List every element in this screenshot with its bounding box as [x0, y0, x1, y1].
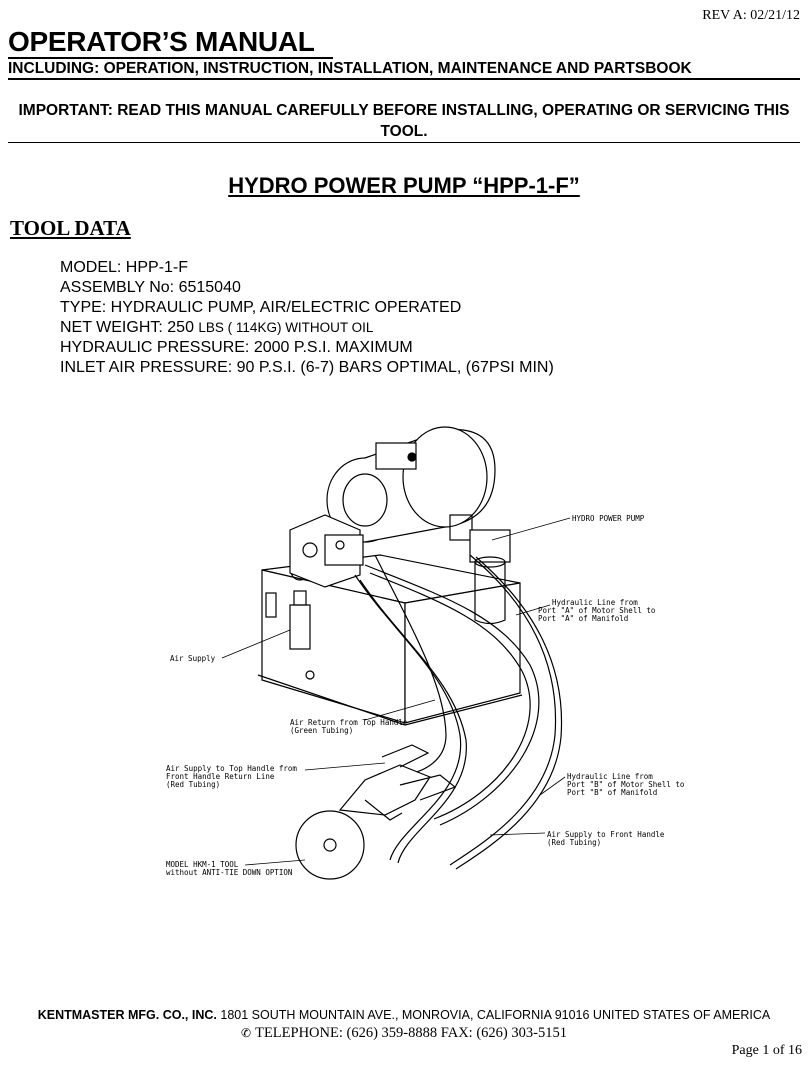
spec-hydraulic-pressure: HYDRAULIC PRESSURE: 2000 P.S.I. MAXIMUM: [60, 339, 413, 356]
callout-labels: HYDRO POWER PUMP Hydraulic Line from Por…: [166, 514, 685, 877]
phone-icon: ✆: [241, 1026, 252, 1040]
notice-divider: [8, 142, 800, 143]
spec-inlet-air-pressure: INLET AIR PRESSURE: 90 P.S.I. (6-7) BARS…: [60, 359, 554, 376]
callout-air-top-1: Air Supply to Top Handle from: [166, 764, 297, 773]
company-address: 1801 SOUTH MOUNTAIN AVE., MONROVIA, CALI…: [216, 1008, 771, 1022]
important-notice: IMPORTANT: READ THIS MANUAL CAREFULLY BE…: [18, 102, 790, 140]
callout-line-a-3: Port "A" of Manifold: [538, 614, 628, 623]
page-number: Page 1 of 16: [731, 1043, 802, 1058]
spec-assembly: ASSEMBLY No: 6515040: [60, 279, 241, 296]
net-weight-unit: LBS ( 114KG) WITHOUT OIL: [198, 320, 374, 335]
callout-line-a-1: Hydraulic Line from: [552, 598, 638, 607]
footer-address-line: KENTMASTER MFG. CO., INC. 1801 SOUTH MOU…: [0, 1008, 808, 1022]
reservoir-tank: [257, 554, 523, 726]
electric-motor: [326, 426, 496, 543]
header-divider: [8, 78, 800, 80]
callout-leaders: [221, 517, 571, 866]
callout-air-return-2: (Green Tubing): [290, 726, 353, 735]
callout-air-top-2: Front Handle Return Line: [166, 772, 275, 781]
callout-hydro-power-pump: HYDRO POWER PUMP: [572, 514, 645, 523]
hydraulic-hoses: [354, 554, 563, 870]
callout-air-top-3: (Red Tubing): [166, 780, 220, 789]
callout-line-b-1: Hydraulic Line from: [567, 772, 653, 781]
callout-air-supply: Air Supply: [170, 654, 216, 663]
revision-date: REV A: 02/21/12: [702, 8, 800, 23]
callout-air-front-1: Air Supply to Front Handle: [547, 830, 665, 839]
company-name: KENTMASTER MFG. CO., INC.: [37, 1008, 217, 1022]
tool-data-heading: TOOL DATA: [10, 216, 131, 240]
spec-net-weight: NET WEIGHT: 250 LBS ( 114KG) WITHOUT OIL: [60, 318, 554, 338]
pump-diagram: HYDRO POWER PUMP Hydraulic Line from Por…: [166, 426, 685, 880]
callout-line-b-2: Port "B" of Motor Shell to: [567, 780, 685, 789]
footer-contact-line: ✆TELEPHONE: (626) 359-8888 FAX: (626) 30…: [0, 1025, 808, 1042]
document-subtitle: INCLUDING: OPERATION, INSTRUCTION, INSTA…: [8, 60, 692, 77]
document-title: OPERATOR’S MANUAL: [8, 26, 315, 57]
callout-model-1: MODEL HKM-1 TOOL: [166, 860, 239, 869]
callout-line-b-3: Port "B" of Manifold: [567, 788, 657, 797]
title-underline: [8, 57, 333, 59]
callout-air-return-1: Air Return from Top Handle: [290, 718, 408, 727]
spec-type: TYPE: HYDRAULIC PUMP, AIR/ELECTRIC OPERA…: [60, 299, 462, 316]
net-weight-value: NET WEIGHT: 250: [60, 319, 199, 336]
tool-data-specs: MODEL: HPP-1-F ASSEMBLY No: 6515040 TYPE…: [60, 258, 554, 378]
callout-line-a-2: Port "A" of Motor Shell to: [538, 606, 656, 615]
product-title: HYDRO POWER PUMP “HPP-1-F”: [228, 173, 580, 198]
cutting-tool: [295, 744, 457, 880]
spec-model: MODEL: HPP-1-F: [60, 259, 189, 276]
contact-numbers: TELEPHONE: (626) 359-8888 FAX: (626) 303…: [255, 1025, 567, 1041]
callout-air-front-2: (Red Tubing): [547, 838, 601, 847]
callout-model-2: without ANTI-TIE DOWN OPTION: [166, 868, 292, 877]
filter-canister: [469, 529, 511, 625]
hydraulic-pump-block: [289, 514, 364, 588]
